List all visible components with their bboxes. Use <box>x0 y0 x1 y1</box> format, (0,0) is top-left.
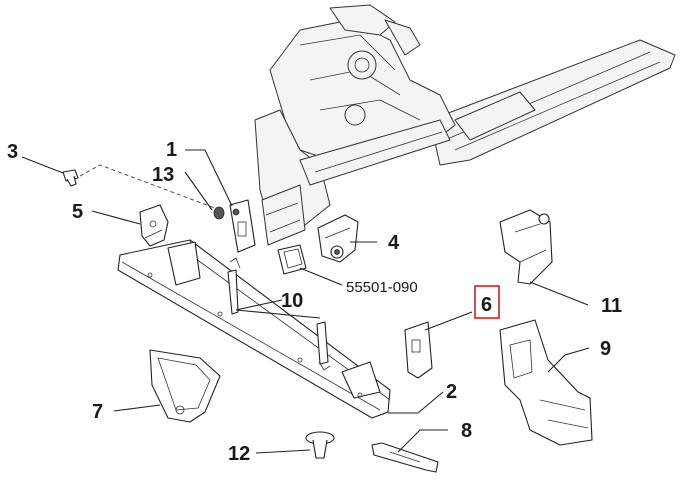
part-connector-box <box>277 244 307 275</box>
callout-10: 10 <box>281 290 303 312</box>
part-11-upper-bracket <box>499 209 553 285</box>
callout-11: 11 <box>601 295 622 317</box>
callout-1: 1 <box>166 139 177 161</box>
highlight-box-6 <box>474 285 500 319</box>
part-7-triangular-plate <box>149 349 221 423</box>
callout-part-number: 55501-090 <box>346 279 418 296</box>
part-12-push-clip <box>305 431 335 459</box>
callout-9: 9 <box>600 338 611 360</box>
callout-7: 7 <box>92 401 103 423</box>
part-9-side-bracket <box>499 319 593 446</box>
part-8-flat-strip <box>371 442 439 473</box>
part-6-vertical-bracket <box>404 321 433 379</box>
part-3-bolt <box>62 169 79 187</box>
part-10-hooks <box>227 257 331 371</box>
assembly-line-bolt <box>79 164 221 211</box>
callout-8: 8 <box>461 420 472 442</box>
part-2-cross-member <box>117 239 391 419</box>
leader-lines <box>21 149 590 454</box>
chassis-frame <box>254 4 676 246</box>
callout-6: 6 <box>481 294 492 316</box>
callout-12: 12 <box>228 443 250 465</box>
part-5-small-bracket <box>139 204 169 247</box>
callout-13: 13 <box>152 164 174 186</box>
callout-3: 3 <box>7 141 18 163</box>
part-4-bushing-bracket <box>317 214 359 263</box>
part-1-bracket-plate <box>229 199 256 253</box>
callout-labels: 1 13 3 5 4 55501-090 10 11 9 2 7 8 12 6 <box>7 139 622 465</box>
part-13-nut <box>213 206 225 220</box>
callout-4: 4 <box>388 232 400 254</box>
callout-2: 2 <box>446 381 457 403</box>
callout-5: 5 <box>72 201 83 223</box>
